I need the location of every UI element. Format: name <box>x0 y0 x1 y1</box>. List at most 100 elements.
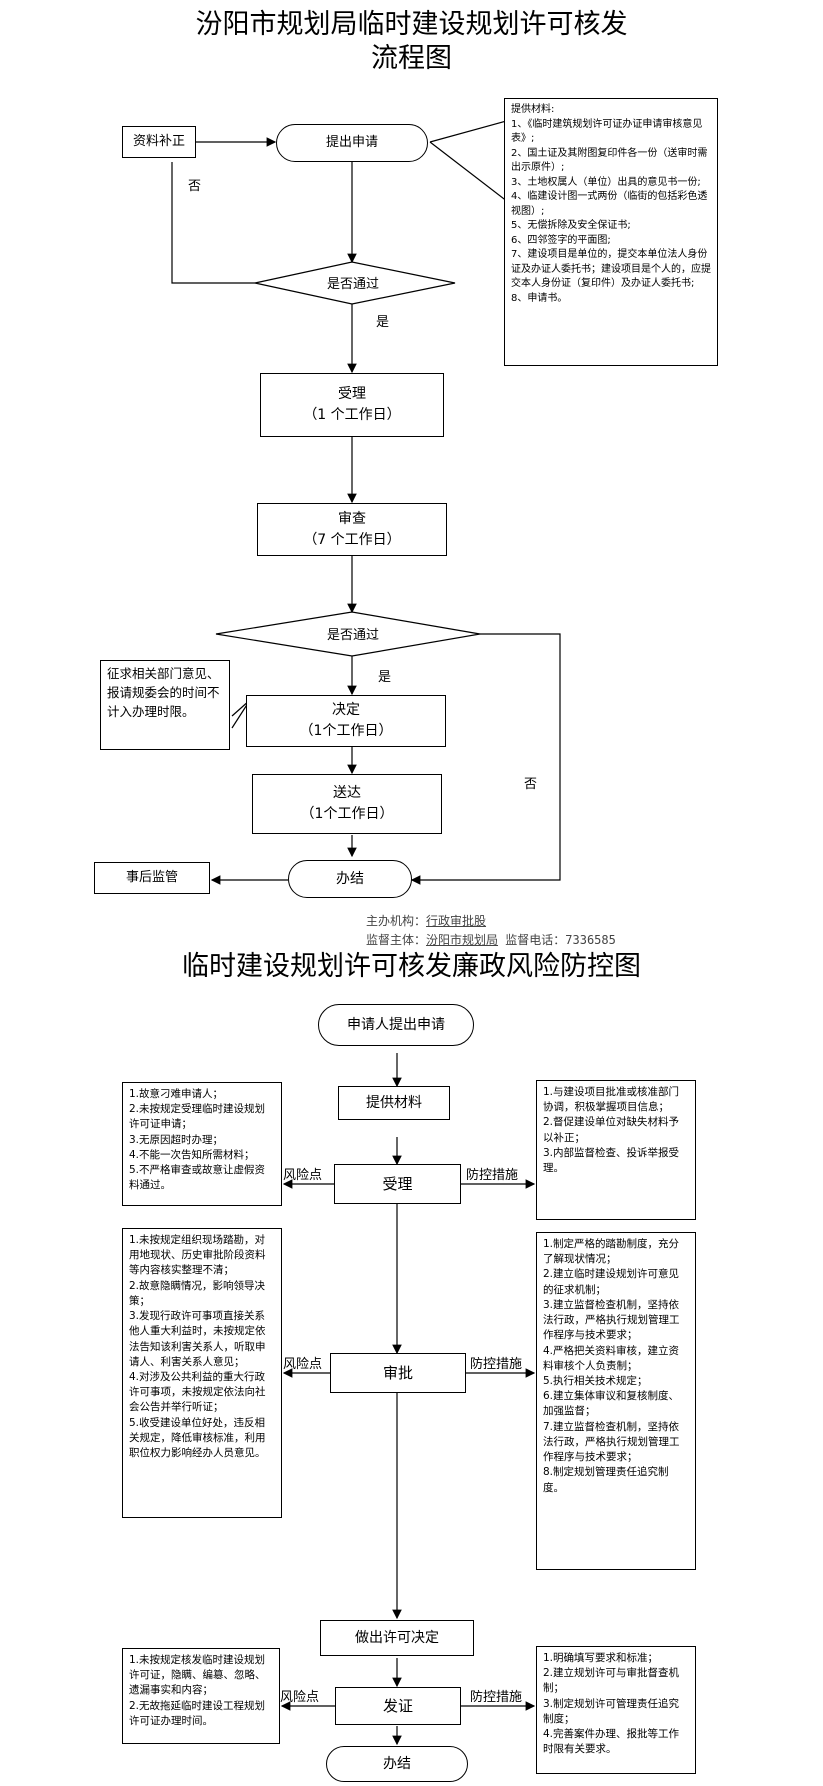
no-label-2: 否 <box>524 777 538 792</box>
control-item: 7.建立监督检查机制，坚持依法行政，严格执行规划管理工作程序与技术要求； <box>543 1420 680 1464</box>
control-item: 3.建立监督检查机制，坚持依法行政，严格执行规划管理工作程序与技术要求； <box>543 1298 680 1342</box>
provide-materials-step: 提供材料 <box>338 1086 450 1120</box>
accept-step-label: 受理 <box>338 386 366 402</box>
risk-accept-label: 受理 <box>382 1174 413 1193</box>
supplement-materials-box: 资料补正 <box>122 126 196 158</box>
risk-item: 2.故意隐瞒情况，影响领导决策； <box>129 1279 266 1307</box>
risk-accept-step: 受理 <box>334 1164 461 1204</box>
risk-item: 4.不能一次告知所需材料； <box>129 1148 255 1161</box>
no-label-1: 否 <box>188 179 202 194</box>
control-item: 2.督促建设单位对缺失材料予以补正； <box>543 1116 680 1144</box>
risk-item: 2.未按规定受理临时建设规划许可证申请； <box>129 1103 266 1131</box>
applicant-submit-label: 申请人提出申请 <box>347 1016 445 1033</box>
issue-risks-box: 1.未按规定核发临时建设规划许可证，隐瞒、编簒、忽略、遗漏事实和内容； 2.无故… <box>122 1648 280 1744</box>
risk-approve-label: 审批 <box>382 1363 413 1382</box>
issue-risk-label: 风险点 <box>280 1690 320 1705</box>
control-item: 2.建立规划许可与审批督查机制； <box>543 1667 680 1695</box>
approve-control-label: 防控措施 <box>470 1357 523 1372</box>
footer-phone-label: 监督电话： <box>505 933 566 947</box>
risk-finish-node: 办结 <box>326 1746 468 1782</box>
materials-item: 3、土地权属人（单位）出具的意见书一份; <box>511 176 701 188</box>
risk-item: 1.故意刁难申请人； <box>129 1088 224 1100</box>
approve-risk-label: 风险点 <box>283 1357 323 1372</box>
issue-controls-box: 1.明确填写要求和标准； 2.建立规划许可与审批督查机制； 3.制定规划许可管理… <box>536 1646 696 1774</box>
make-decision-step: 做出许可决定 <box>320 1620 474 1656</box>
issue-license-step: 发证 <box>335 1687 461 1725</box>
materials-item: 7、建设项目是单位的，提交本单位法人身份证及办证人委托书；建设项目是个人的，应提… <box>511 249 711 289</box>
decision-diamond-2 <box>215 611 481 657</box>
yes-label-1: 是 <box>376 315 390 330</box>
control-item: 1.与建设项目批准或核准部门协调，积极掌握项目信息； <box>543 1086 680 1114</box>
review-step-label: 审查 <box>338 510 366 527</box>
control-item: 1.明确填写要求和标准； <box>543 1652 659 1664</box>
risk-item: 3.无原因超时办理； <box>129 1133 224 1146</box>
review-step-duration: （7 个工作日） <box>303 531 401 548</box>
decision-step: 决定 （1个工作日） <box>246 695 446 747</box>
accept-control-label: 防控措施 <box>466 1168 519 1183</box>
finish-label: 办结 <box>336 870 364 887</box>
control-item: 6.建立集体审议和复核制度、加强监督； <box>543 1390 680 1418</box>
materials-item: 6、四邻签字的平面图; <box>511 234 611 246</box>
control-item: 8.制定规划管理责任追究制度。 <box>543 1466 669 1494</box>
issue-license-label: 发证 <box>382 1696 413 1715</box>
risk-item: 5.不严格审查或故意让虚假资料通过。 <box>129 1164 266 1192</box>
consult-departments-note: 征求相关部门意见、报请规委会的时间不计入办理时限。 <box>100 660 230 750</box>
post-supervision-box: 事后监管 <box>94 862 210 894</box>
finish-node: 办结 <box>288 860 412 898</box>
flowchart-title-line2: 流程图 <box>371 43 452 74</box>
footer-phone-value: 7336585 <box>565 933 616 947</box>
footer-organizer: 主办机构：行政审批股 <box>366 912 486 929</box>
materials-item: 8、申请书。 <box>511 292 568 304</box>
approve-controls-box: 1.制定严格的踏勘制度，充分了解现状情况； 2.建立临时建设规划许可意见的征求机… <box>536 1232 696 1570</box>
accept-risk-label: 风险点 <box>283 1168 323 1183</box>
risk-finish-label: 办结 <box>383 1755 411 1772</box>
provide-materials-label: 提供材料 <box>366 1094 422 1111</box>
applicant-submit-node: 申请人提出申请 <box>318 1004 474 1046</box>
risk-approve-step: 审批 <box>330 1353 466 1393</box>
control-item: 3.制定规划许可管理责任追究制度； <box>543 1697 680 1725</box>
footer-supervisor: 监督主体：汾阳市规划局 监督电话：7336585 <box>366 931 616 948</box>
yes-label-2: 是 <box>378 670 392 685</box>
required-materials-note: 提供材料: 1、《临时建筑规划许可证办证申请审核意见表》; 2、国土证及其附图复… <box>504 98 718 366</box>
supplement-materials-label: 资料补正 <box>132 134 185 150</box>
submit-application-node: 提出申请 <box>276 124 428 162</box>
risk-item: 5.收受建设单位好处，违反相关规定，降低审核标准，利用职位权力影响经办人员意见。 <box>129 1416 266 1460</box>
deliver-step-label: 送达 <box>333 785 361 801</box>
accept-step: 受理 （1 个工作日） <box>260 373 444 437</box>
deliver-step-duration: （1个工作日） <box>300 806 394 822</box>
risk-item: 1.未按规定核发临时建设规划许可证，隐瞒、编簒、忽略、遗漏事实和内容； <box>129 1654 266 1697</box>
footer-supervisor-value: 汾阳市规划局 <box>426 933 499 947</box>
control-item: 4.完善案件办理、报批等工作时限有关要求。 <box>543 1728 680 1756</box>
issue-control-label: 防控措施 <box>470 1690 523 1705</box>
control-item: 1.制定严格的踏勘制度，充分了解现状情况； <box>543 1238 680 1266</box>
approve-risks-box: 1.未按规定组织现场踏勘，对用地现状、历史审批阶段资料等内容核实整理不清； 2.… <box>122 1228 282 1518</box>
pass-question-2: 是否通过 <box>326 628 379 643</box>
decision-step-duration: （1个工作日） <box>299 723 393 739</box>
control-item: 3.内部监督检查、投诉举报受理。 <box>543 1146 680 1175</box>
risk-item: 2.无故拖延临时建设工程规划许可证办理时间。 <box>129 1699 266 1727</box>
consult-note-text: 征求相关部门意见、报请规委会的时间不计入办理时限。 <box>107 666 220 719</box>
materials-item: 1、《临时建筑规划许可证办证申请审核意见表》; <box>511 118 703 145</box>
control-item: 5.执行相关技术规定； <box>543 1374 648 1387</box>
decision-step-label: 决定 <box>332 702 360 718</box>
review-step: 审查 （7 个工作日） <box>257 503 447 556</box>
materials-item: 2、国土证及其附图复印件各一份（送审时需出示原件）; <box>511 147 708 174</box>
pass-question-1: 是否通过 <box>326 277 379 292</box>
accept-step-duration: （1 个工作日） <box>303 407 401 423</box>
accept-controls-box: 1.与建设项目批准或核准部门协调，积极掌握项目信息； 2.督促建设单位对缺失材料… <box>536 1080 696 1220</box>
materials-title: 提供材料: <box>511 104 555 115</box>
footer-organizer-value: 行政审批股 <box>426 914 487 928</box>
post-supervision-label: 事后监管 <box>125 870 178 886</box>
accept-risks-box: 1.故意刁难申请人； 2.未按规定受理临时建设规划许可证申请； 3.无原因超时办… <box>122 1082 282 1206</box>
control-item: 2.建立临时建设规划许可意见的征求机制； <box>543 1268 680 1296</box>
make-decision-label: 做出许可决定 <box>355 1629 439 1646</box>
risk-item: 3.发现行政许可事项直接关系他人重大利益时，未按规定依法告知该利害关系人，听取申… <box>129 1310 266 1368</box>
materials-item: 4、临建设计图一式两份（临街的包括彩色透视图）; <box>511 191 708 217</box>
materials-item: 5、无偿拆除及安全保证书; <box>511 220 631 231</box>
control-item: 4.严格把关资料审核，建立资料审核个人负责制； <box>543 1344 680 1372</box>
deliver-step: 送达 （1个工作日） <box>252 774 442 834</box>
footer-supervisor-label: 监督主体： <box>366 933 427 947</box>
risk-item: 1.未按规定组织现场踏勘，对用地现状、历史审批阶段资料等内容核实整理不清； <box>129 1234 266 1277</box>
risk-item: 4.对涉及公共利益的重大行政许可事项，未按规定依法向社会公告并举行听证； <box>129 1370 266 1414</box>
footer-organizer-label: 主办机构： <box>366 914 427 928</box>
